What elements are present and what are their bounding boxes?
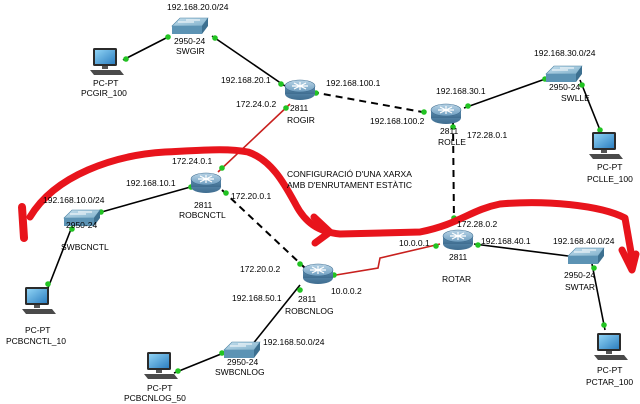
switch-swgir-name: SWGIR	[176, 46, 205, 56]
switch-swbcnctl-model: 2950-24	[66, 220, 98, 230]
note-line-2: AMB D'ENRUTAMENT ESTÀTIC	[287, 179, 413, 190]
link-robcnlog-swbcnlog	[247, 284, 301, 351]
router-rotar[interactable]	[442, 229, 474, 250]
switch-arrows-icon	[230, 343, 252, 347]
pc-pcbcnlog-name: PCBCNLOG_50	[124, 393, 186, 403]
link-robcnlog-rotar	[329, 243, 441, 277]
pc-pctar[interactable]	[594, 333, 628, 360]
router-rolle-name: ROLLE	[438, 137, 466, 147]
link-swgir-rogir	[211, 35, 286, 87]
rotar-lan-ip: 192.168.40.1	[481, 236, 531, 246]
link-robcnctl-swbcnctl	[97, 185, 195, 214]
pc-pcgir[interactable]	[90, 48, 124, 75]
router-robcnctl-model: 2811	[194, 200, 213, 210]
rotar-up-ip: 172.28.0.2	[457, 219, 498, 229]
pc-pcbcnlog[interactable]	[144, 352, 178, 379]
link-swbcnlog-pcbcnlog	[173, 351, 227, 374]
rogir-wan-ip: 192.168.100.1	[326, 78, 381, 88]
robcnctl-serial-ip: 172.24.0.1	[172, 156, 213, 166]
rolle-lan-ip: 192.168.30.1	[436, 86, 486, 96]
router-arrows-icon	[310, 266, 326, 274]
link-rogir-robcnctl	[217, 103, 291, 173]
link-swlle-pclle	[579, 79, 603, 136]
link-rotar-swtar	[473, 243, 577, 258]
router-rogir-name: ROGIR	[287, 115, 315, 125]
switch-swgir-model: 2950-24	[174, 36, 206, 46]
pc-pcgir-type: PC-PT	[93, 78, 119, 88]
switch-arrows-icon	[178, 19, 200, 23]
switch-swtar[interactable]	[567, 247, 605, 264]
router-robcnctl-name: ROBCNCTL	[179, 210, 226, 220]
switch-swtar-name: SWTAR	[565, 282, 596, 292]
router-arrows-icon	[450, 232, 466, 240]
router-robcnlog-model: 2811	[298, 294, 317, 304]
router-rogir-model: 2811	[290, 103, 309, 113]
switch-swlle-name: SWLLE	[561, 93, 590, 103]
pc-pcbcnctl-name: PCBCNCTL_10	[6, 336, 66, 346]
link-pcgir-swgir	[122, 35, 171, 61]
switch-swgir[interactable]	[171, 17, 209, 34]
robcnlog-lan-ip: 192.168.50.1	[232, 293, 282, 303]
annotation-arrow	[18, 146, 640, 274]
switch-arrows-icon	[552, 67, 574, 71]
router-rotar-model: 2811	[449, 252, 468, 262]
switch-swlle-model: 2950-24	[549, 82, 581, 92]
link-rolle-swlle	[463, 77, 549, 109]
pc-pctar-type: PC-PT	[597, 365, 623, 375]
pc-pcbcnlog-type: PC-PT	[147, 383, 173, 393]
switch-swbcnctl[interactable]	[63, 209, 101, 226]
net-tar-label: 192.168.40.0/24	[553, 236, 615, 246]
rolle-wan-ip: 192.168.100.2	[370, 116, 425, 126]
net-lle-label: 192.168.30.0/24	[534, 48, 596, 58]
router-robcnlog-name: ROBCNLOG	[285, 306, 334, 316]
switch-arrows-icon	[574, 249, 596, 253]
rotar-serial-ip: 10.0.0.1	[399, 238, 430, 248]
router-arrows-icon	[292, 82, 308, 90]
switch-swbcnlog[interactable]	[223, 341, 261, 358]
pc-pclle-name: PCLLE_100	[587, 174, 633, 184]
link-swbcnctl-pcbcnctl	[47, 223, 74, 289]
switch-swbcnlog-name: SWBCNLOG	[215, 367, 265, 377]
robcnctl-wan-ip: 172.20.0.1	[231, 191, 272, 201]
robcnlog-wan-ip: 172.20.0.2	[240, 264, 281, 274]
router-rolle[interactable]	[430, 103, 462, 124]
switch-swbcnlog-model: 2950-24	[227, 357, 259, 367]
rogir-lan-ip: 192.168.20.1	[221, 75, 271, 85]
robcnlog-serial-ip: 10.0.0.2	[331, 286, 362, 296]
net-bcnctl-label: 192.168.10.0/24	[43, 195, 105, 205]
router-arrows-icon	[198, 175, 214, 183]
pc-pclle-type: PC-PT	[597, 162, 623, 172]
switch-swlle[interactable]	[545, 65, 583, 82]
note-line-1: CONFIGURACIÓ D'UNA XARXA	[287, 169, 412, 179]
router-robcnctl[interactable]	[190, 172, 222, 193]
router-rogir[interactable]	[284, 79, 316, 100]
router-rotar-name: ROTAR	[442, 274, 472, 284]
pc-pcbcnctl[interactable]	[22, 287, 56, 314]
link-rogir-rolle	[311, 91, 429, 114]
switch-swbcnctl-name: SWBCNCTL	[61, 242, 109, 252]
net-bcnlog-label: 192.168.50.0/24	[263, 337, 325, 347]
net-gir-label: 192.168.20.0/24	[167, 2, 229, 12]
diagram-note: CONFIGURACIÓ D'UNA XARXA AMB D'ENRUTAMEN…	[287, 169, 412, 190]
switch-arrows-icon	[70, 211, 92, 215]
router-arrows-icon	[438, 106, 454, 114]
router-rolle-model: 2811	[440, 126, 459, 136]
rolle-serial-ip: 172.28.0.1	[467, 130, 508, 140]
router-robcnlog[interactable]	[302, 263, 334, 284]
link-swtar-pctar	[591, 263, 606, 331]
link-robcnctl-robcnlog	[221, 189, 306, 269]
rogir-serial-ip: 172.24.0.2	[236, 99, 277, 109]
pc-pcgir-name: PCGIR_100	[81, 88, 127, 98]
robcnctl-lan-ip: 192.168.10.1	[126, 178, 176, 188]
pc-pcbcnctl-type: PC-PT	[25, 325, 51, 335]
pc-pclle[interactable]	[589, 132, 623, 159]
pc-pctar-name: PCTAR_100	[586, 377, 634, 387]
links	[47, 35, 606, 374]
link-rolle-rotar	[452, 121, 455, 225]
switch-swtar-model: 2950-24	[564, 270, 596, 280]
